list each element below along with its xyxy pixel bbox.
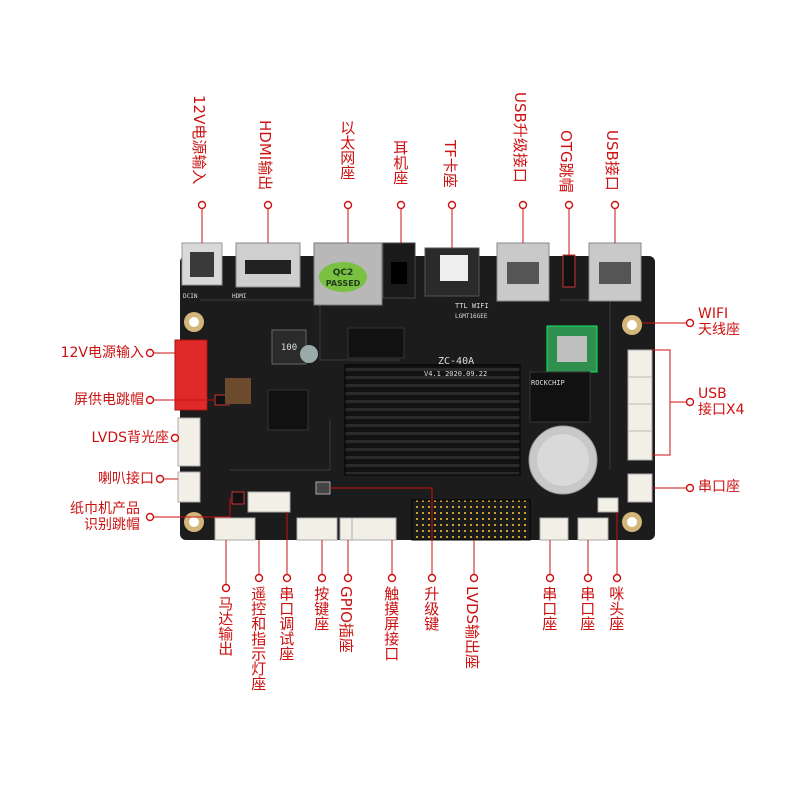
usb-connector-stack bbox=[627, 349, 653, 461]
silk-inductor: 100 bbox=[281, 343, 297, 353]
label-screen-jumper: 屏供电跳帽 bbox=[74, 392, 144, 408]
speaker-connector bbox=[177, 471, 201, 503]
leader-dots bbox=[145, 200, 695, 593]
mounting-holes bbox=[184, 312, 642, 532]
remote-led-connector bbox=[247, 491, 291, 513]
touch-connector bbox=[351, 517, 397, 541]
upgrade-button bbox=[315, 481, 331, 495]
label-ethernet: 以太网座 bbox=[338, 120, 357, 180]
tissue-jumper bbox=[231, 491, 245, 505]
label-power-in-top: 12V电源输入 bbox=[190, 95, 208, 185]
label-usb-x4: USB 接口X4 bbox=[698, 386, 745, 419]
label-power-in-left: 12V电源输入 bbox=[60, 345, 144, 361]
label-upgrade-key: 升级键 bbox=[422, 586, 441, 631]
label-motor-out: 马达输出 bbox=[216, 596, 235, 656]
silk-hdmi: HDMI bbox=[232, 293, 247, 300]
label-usb-upgrade: USB升级接口 bbox=[511, 92, 529, 183]
silk-rockchip: ROCKCHIP bbox=[531, 379, 565, 387]
label-debug-uart: 串口调试座 bbox=[277, 586, 296, 661]
label-earphone: 耳机座 bbox=[391, 140, 410, 185]
label-touch: 触摸屏接口 bbox=[382, 586, 401, 661]
key-connector bbox=[296, 517, 338, 541]
qc-sticker-line2: PASSED bbox=[326, 279, 361, 288]
label-uart-b1: 串口座 bbox=[540, 586, 559, 631]
qc-sticker-line1: QC2 bbox=[333, 268, 354, 278]
usb-port-top bbox=[588, 242, 642, 302]
label-uart-right: 串口座 bbox=[698, 479, 740, 495]
label-mic: 咪头座 bbox=[607, 586, 626, 631]
otg-jumper bbox=[562, 254, 576, 288]
silk-version: V4.1 2020.09.22 bbox=[424, 370, 487, 378]
silk-wifi-module: TTL WIFI bbox=[455, 302, 489, 310]
label-otg-jumper: OTG跳帽 bbox=[557, 130, 575, 193]
silk-model: ZC-40A bbox=[438, 356, 474, 367]
label-speaker: 喇叭接口 bbox=[98, 471, 154, 487]
label-uart-b2: 串口座 bbox=[578, 586, 597, 631]
label-remote-led: 遥控和指示灯座 bbox=[249, 586, 268, 691]
label-lvds-backlight: LVDS背光座 bbox=[91, 430, 169, 446]
label-tissue-jumper: 纸巾机产品 识别跳帽 bbox=[70, 501, 140, 534]
uart-bottom-1 bbox=[539, 517, 569, 541]
mic-connector bbox=[597, 497, 619, 513]
uart-right-connector bbox=[627, 473, 653, 503]
label-key-header: 按键座 bbox=[312, 586, 331, 631]
label-hdmi-out: HDMI输出 bbox=[256, 120, 274, 191]
silk-module-code: LGMT16GEE bbox=[455, 313, 488, 320]
uart-bottom-2 bbox=[577, 517, 609, 541]
label-gpio: GPIO插座 bbox=[337, 586, 355, 653]
leader-lines bbox=[150, 205, 690, 588]
lvds-header bbox=[411, 499, 531, 541]
heatsink bbox=[344, 364, 521, 476]
silk-dc-in: DCIN bbox=[183, 293, 198, 300]
motor-connector bbox=[214, 517, 256, 541]
label-wifi-antenna: WIFI 天线座 bbox=[698, 306, 740, 339]
power-connector bbox=[174, 339, 208, 411]
lvds-backlight-connector bbox=[177, 417, 201, 467]
label-tf-card: TF卡座 bbox=[441, 140, 459, 188]
label-usb-port-top: USB接口 bbox=[603, 130, 621, 191]
label-lvds-out: LVDS输出座 bbox=[463, 586, 481, 670]
inductor bbox=[271, 329, 307, 365]
